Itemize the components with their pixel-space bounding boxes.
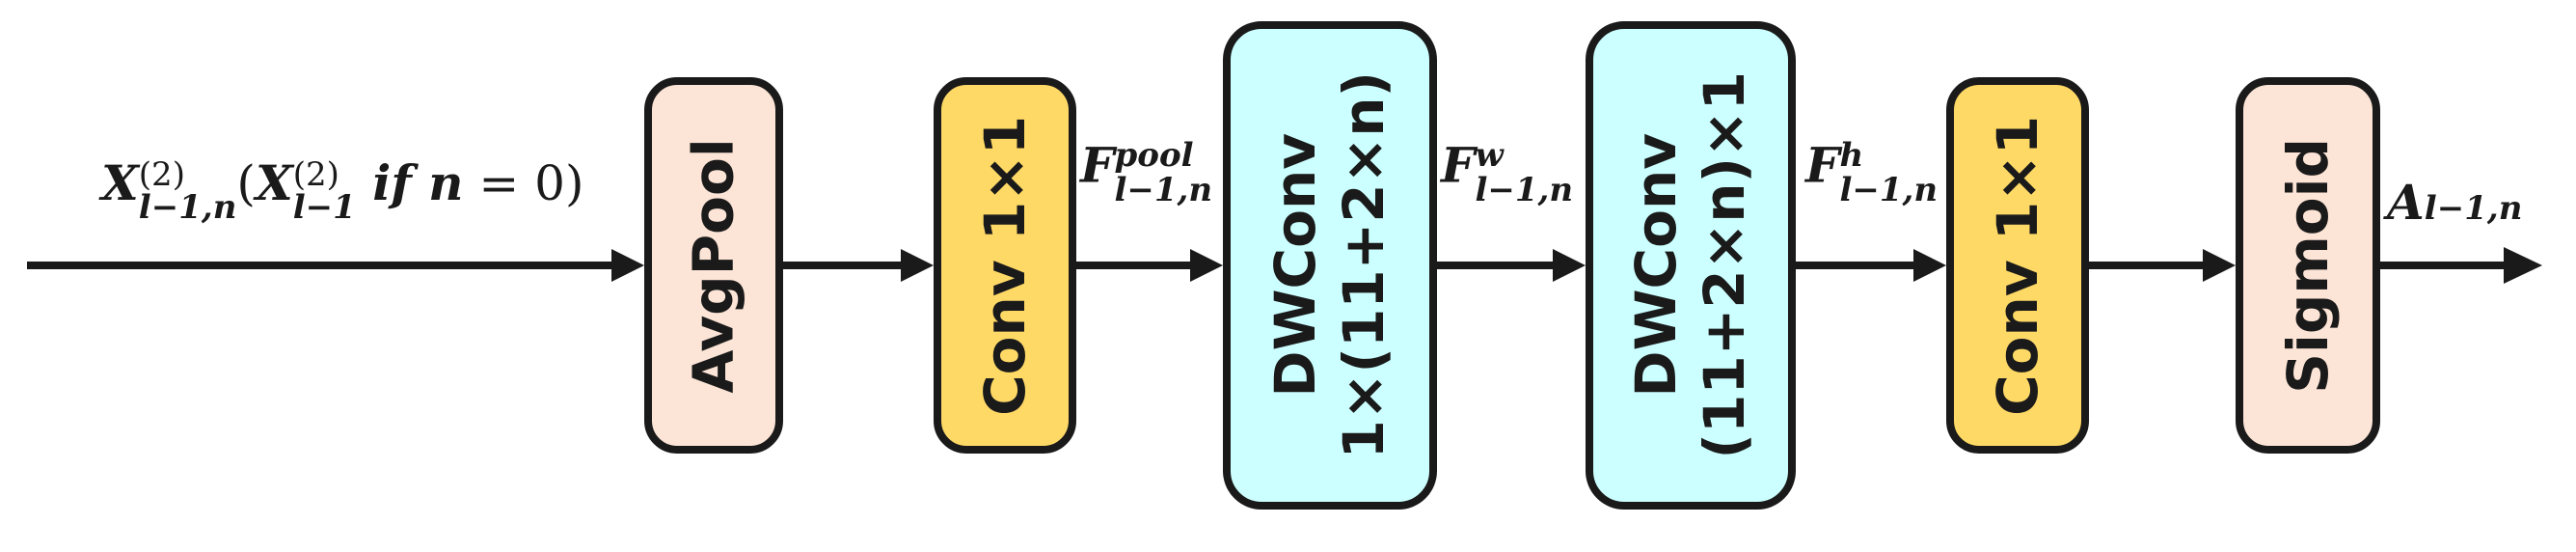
- block-text: Conv 1×1: [971, 115, 1040, 415]
- block-line: AvgPool: [680, 137, 746, 394]
- block-line: Conv 1×1: [971, 115, 1038, 416]
- block-line: Sigmoid: [2274, 137, 2341, 394]
- avgpool-block: AvgPool: [644, 77, 783, 454]
- arrow-output-head-icon: [2504, 247, 2542, 284]
- subscript: l−1,n: [2424, 189, 2523, 228]
- conv1x1-block-1: Conv 1×1: [934, 77, 1076, 454]
- arrow-dwconv-dwconv-head-icon: [1553, 249, 1586, 282]
- block-line: (11+2×n)×1: [1692, 71, 1757, 459]
- subscript: l−1,n: [1475, 170, 1574, 209]
- dwconv-1x-block: DWConv 1×(11+2×n): [1223, 21, 1437, 510]
- input-label: X(2)l−1,n(X(2)l−1 if n = 0): [101, 154, 584, 227]
- superscript: (2): [292, 155, 339, 194]
- sigmoid-block: Sigmoid: [2236, 77, 2380, 454]
- superscript: pool: [1114, 136, 1194, 175]
- arrow-input-head-icon: [611, 249, 644, 282]
- arrow-dwconv-conv-head-icon: [1913, 249, 1946, 282]
- dwconv-x1-block: DWConv (11+2×n)×1: [1586, 21, 1796, 510]
- block-text: DWConv 1×(11+2×n): [1261, 71, 1398, 459]
- block-line: DWConv: [1623, 133, 1690, 398]
- block-text: DWConv (11+2×n)×1: [1622, 71, 1759, 459]
- block-line: 1×(11+2×n): [1331, 71, 1396, 459]
- conv1x1-block-2: Conv 1×1: [1946, 77, 2089, 454]
- subscript: l−1: [292, 188, 356, 227]
- block-line: Conv 1×1: [1984, 115, 2050, 416]
- subscript: l−1,n: [1114, 170, 1213, 209]
- superscript: h: [1839, 136, 1864, 175]
- subscript: l−1,n: [138, 188, 237, 227]
- block-text: AvgPool: [680, 138, 748, 393]
- condition-eq: = 0): [463, 155, 584, 211]
- superscript: (2): [138, 155, 185, 194]
- block-text: Conv 1×1: [1984, 115, 2052, 415]
- superscript: w: [1475, 136, 1504, 175]
- condition-text: if n: [355, 154, 464, 211]
- block-line: DWConv: [1262, 133, 1329, 398]
- arrow-avgpool-conv-head-icon: [901, 249, 934, 282]
- block-text: Sigmoid: [2274, 138, 2343, 394]
- arrow-conv-sigmoid-head-icon: [2203, 249, 2236, 282]
- subscript: l−1,n: [1839, 170, 1939, 209]
- output-label: Al−1,n: [2387, 174, 2523, 231]
- arrow-conv-dwconv-head-icon: [1190, 249, 1223, 282]
